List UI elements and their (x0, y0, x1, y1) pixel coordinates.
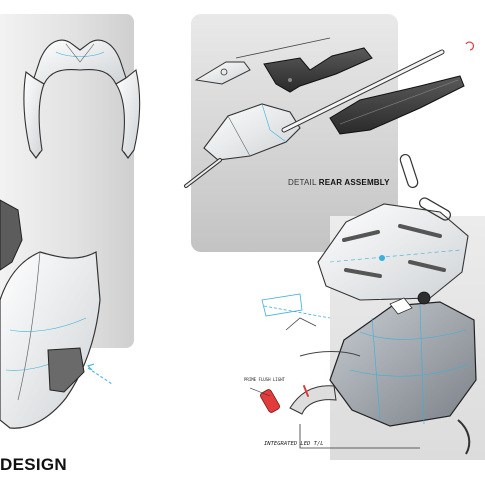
integrated-led-annotation: INTEGRATED LED T/L (264, 441, 324, 447)
page-title: DESIGN (0, 455, 67, 474)
caption-strong: REAR ASSEMBLY (318, 178, 390, 187)
seat-assembly-sketch (249, 153, 477, 455)
prime-flush-light-annotation: PRIME FLUSH LIGHT (244, 377, 285, 382)
front-fairing-sketch (23, 39, 141, 159)
rear-assembly-caption: DETAIL REAR ASSEMBLY (288, 178, 390, 187)
side-cowl-sketch (0, 199, 113, 429)
caption-prefix: DETAIL (288, 178, 317, 187)
rear-assembly-sketch (184, 37, 474, 188)
